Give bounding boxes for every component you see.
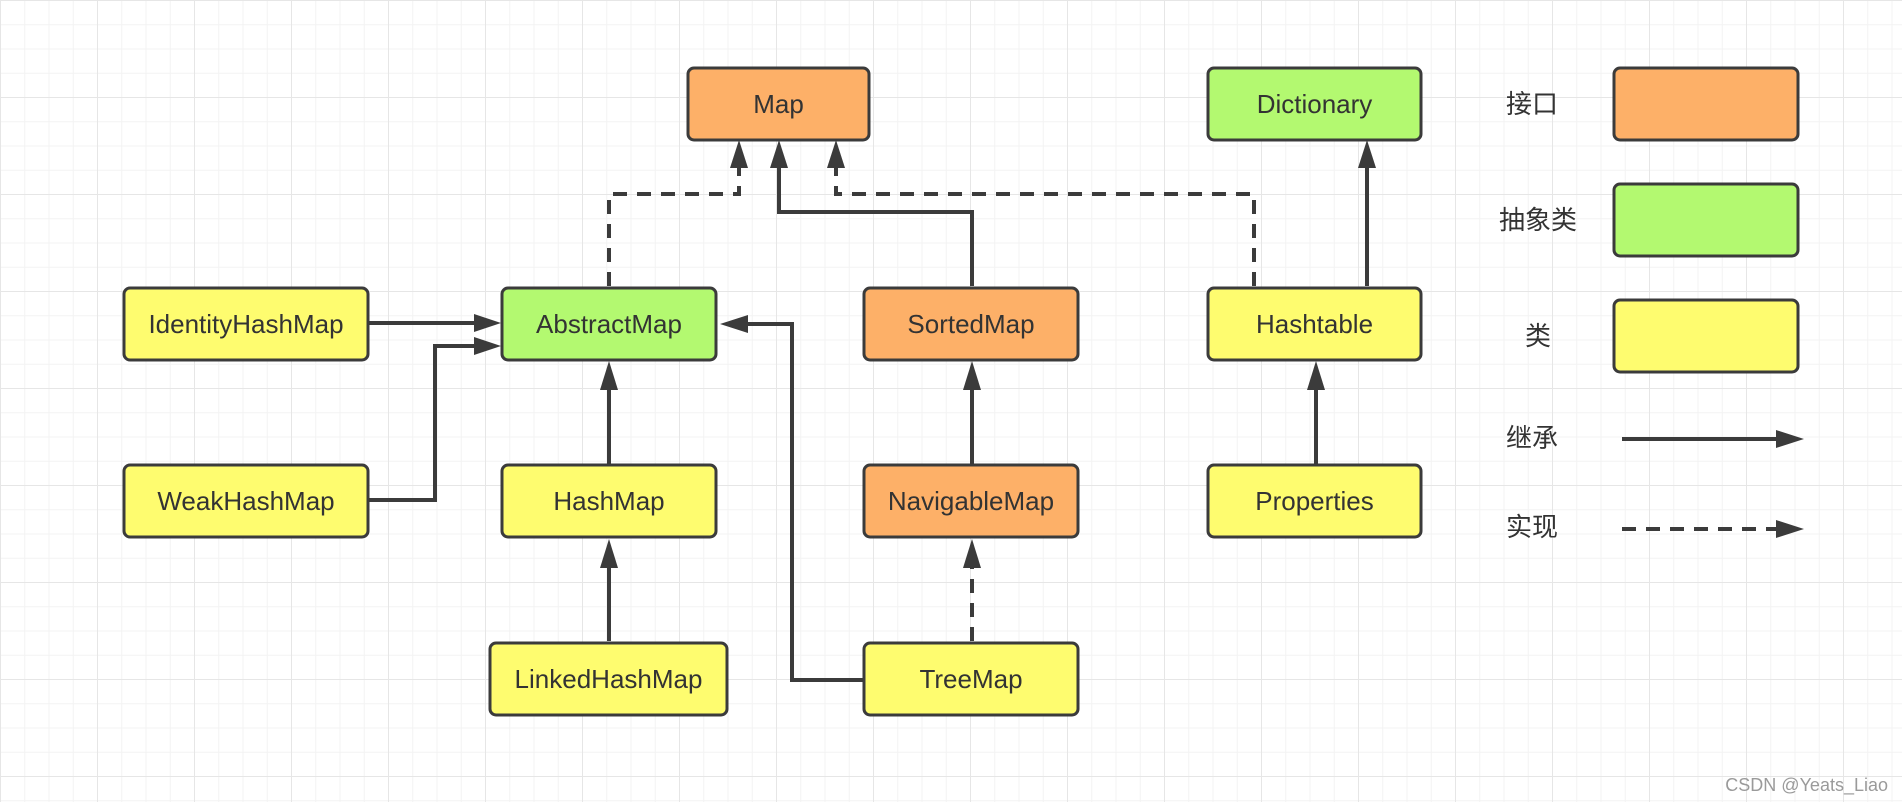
arrowhead [600, 361, 618, 390]
node-box [862, 463, 1080, 539]
edge-treemap-extends-abstractmap [748, 322, 864, 682]
node-box [500, 286, 718, 362]
node-label: NavigableMap [888, 486, 1054, 516]
node-label: HashMap [553, 486, 664, 516]
node-label: TreeMap [919, 664, 1022, 694]
arrowhead [1307, 361, 1325, 390]
legend-swatch-box [1612, 182, 1800, 258]
edges [368, 140, 1376, 682]
legend-dashed-arrowhead [1776, 520, 1804, 538]
node-dictionary[interactable]: Dictionary [1206, 66, 1423, 142]
node-label: Map [753, 89, 804, 119]
node-box [862, 641, 1080, 717]
node-box [122, 463, 370, 539]
legend-label-extends: 继承 [1506, 423, 1558, 453]
arrowhead [963, 361, 981, 390]
node-label: Properties [1255, 486, 1374, 516]
node-box [500, 463, 718, 539]
node-label: WeakHashMap [157, 486, 334, 516]
legend-swatch-abstract [1612, 182, 1800, 258]
node-sortedmap[interactable]: SortedMap [862, 286, 1080, 362]
node-linkedhashmap[interactable]: LinkedHashMap [488, 641, 729, 717]
legend: 接口 抽象类 类 继承 实现 [1499, 66, 1804, 542]
legend-label-implements: 实现 [1506, 512, 1558, 542]
legend-swatch-interface [1612, 66, 1800, 142]
node-box [1206, 286, 1423, 362]
node-properties[interactable]: Properties [1206, 463, 1423, 539]
edge-abstractmap-implements-map [607, 166, 741, 286]
node-box [862, 286, 1080, 362]
arrowhead [963, 539, 981, 568]
node-label: AbstractMap [536, 309, 682, 339]
legend-swatch-box [1612, 66, 1800, 142]
legend-label-class: 类 [1525, 321, 1551, 351]
edge-hashtable-implements-map [834, 166, 1256, 286]
arrowhead [730, 140, 748, 168]
node-identityhashmap[interactable]: IdentityHashMap [122, 286, 370, 362]
node-label: LinkedHashMap [515, 664, 703, 694]
arrowhead [600, 539, 618, 568]
legend-label-abstract: 抽象类 [1499, 205, 1577, 235]
legend-swatch-class [1612, 298, 1800, 374]
node-hashmap[interactable]: HashMap [500, 463, 718, 539]
arrowhead [474, 337, 501, 355]
node-box [1206, 463, 1423, 539]
node-label: Hashtable [1256, 309, 1373, 339]
legend-label-interface: 接口 [1506, 89, 1558, 119]
node-navigablemap[interactable]: NavigableMap [862, 463, 1080, 539]
node-box [1206, 66, 1423, 142]
node-box [686, 66, 871, 142]
node-map[interactable]: Map [686, 66, 871, 142]
watermark: CSDN @Yeats_Liao [1725, 775, 1888, 795]
edge-sortedmap-extends-map [777, 166, 974, 286]
node-label: IdentityHashMap [148, 309, 343, 339]
arrowhead [770, 140, 788, 168]
arrowhead [1358, 140, 1376, 168]
node-box [488, 641, 729, 717]
node-hashtable[interactable]: Hashtable [1206, 286, 1423, 362]
nodes: Map Dictionary IdentityHashMap AbstractM… [122, 66, 1423, 717]
node-treemap[interactable]: TreeMap [862, 641, 1080, 717]
arrowhead [474, 314, 501, 332]
node-box [122, 286, 370, 362]
arrowhead [827, 140, 845, 168]
legend-solid-arrowhead [1776, 430, 1804, 448]
node-abstractmap[interactable]: AbstractMap [500, 286, 718, 362]
node-weakhashmap[interactable]: WeakHashMap [122, 463, 370, 539]
edge-weakhashmap-extends-abstractmap [368, 344, 474, 502]
node-label: Dictionary [1257, 89, 1373, 119]
arrowhead [720, 315, 748, 333]
legend-swatch-box [1612, 298, 1800, 374]
node-label: SortedMap [907, 309, 1034, 339]
